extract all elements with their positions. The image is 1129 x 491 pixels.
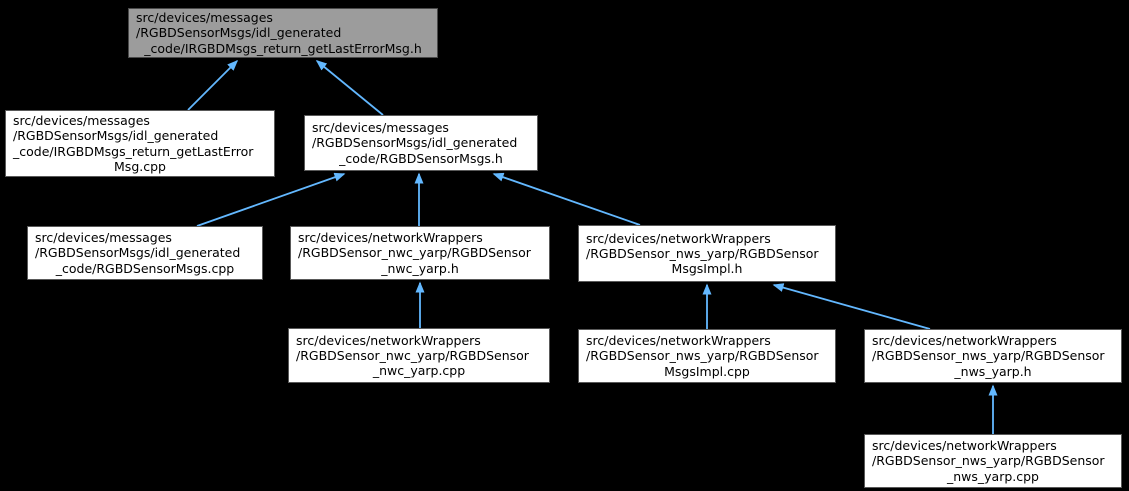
node-label-line: src/devices/networkWrappers — [298, 230, 483, 246]
node-label-line: src/devices/networkWrappers — [586, 333, 771, 349]
graph-node-rgbdsensormsgs-h[interactable]: src/devices/messages /RGBDSensorMsgs/idl… — [304, 115, 538, 171]
node-label-line: src/devices/messages — [312, 120, 449, 136]
node-label-line: /RGBDSensor_nwc_yarp/RGBDSensor — [298, 245, 531, 261]
graph-node-rgbdsensor-nwc-yarp-h[interactable]: src/devices/networkWrappers /RGBDSensor_… — [290, 226, 550, 280]
node-label-line: MsgsImpl.h — [671, 261, 743, 277]
node-label-line: _nwc_yarp.h — [381, 260, 459, 276]
graph-node-rgbdsensor-nws-yarp-h[interactable]: src/devices/networkWrappers /RGBDSensor_… — [864, 329, 1122, 383]
node-label-line: /RGBDSensor_nwc_yarp/RGBDSensor — [296, 347, 529, 363]
node-label-line: /RGBDSensor_nws_yarp/RGBDSensor — [586, 348, 819, 364]
graph-node-rgbdsensor-nwc-yarp-cpp[interactable]: src/devices/networkWrappers /RGBDSensor_… — [288, 328, 550, 383]
graph-node-irgbdmsgs-return-getlasterrormsg-cpp[interactable]: src/devices/messages /RGBDSensorMsgs/idl… — [5, 110, 275, 177]
node-label-line: MsgsImpl.cpp — [664, 363, 750, 379]
graph-node-rgbdsensor-nws-yarp-cpp[interactable]: src/devices/networkWrappers /RGBDSensor_… — [864, 434, 1122, 488]
node-label-line: /RGBDSensorMsgs/idl_generated — [13, 128, 219, 144]
edge-implh-to-msgsh — [492, 172, 641, 226]
node-label-line: _nws_yarp.cpp — [946, 468, 1039, 484]
node-label-line: Msg.cpp — [114, 158, 166, 174]
node-label-line: /RGBDSensorMsgs/idl_generated — [35, 245, 241, 261]
graph-node-rgbdsensormsgsimpl-cpp[interactable]: src/devices/networkWrappers /RGBDSensor_… — [578, 329, 836, 383]
node-label-line: src/devices/networkWrappers — [296, 332, 481, 348]
node-label-line: _code/RGBDSensorMsgs.cpp — [55, 260, 235, 276]
node-label-line: src/devices/networkWrappers — [586, 230, 771, 246]
edge-cpp1-to-top — [187, 59, 239, 111]
edge-msgscpp-to-msgsh — [196, 172, 346, 227]
node-label-line: /RGBDSensor_nws_yarp/RGBDSensor — [872, 348, 1105, 364]
node-label-line: src/devices/networkWrappers — [872, 333, 1057, 349]
graph-node-irgbdmsgs-return-getlasterrormsg-h[interactable]: src/devices/messages /RGBDSensorMsgs/idl… — [128, 8, 438, 58]
node-label-line: /RGBDSensor_nws_yarp/RGBDSensor — [872, 453, 1105, 469]
node-label-line: /RGBDSensor_nws_yarp/RGBDSensor — [586, 245, 819, 261]
node-label-line: _code/IRGBDMsgs_return_getLastErrorMsg.h — [144, 40, 422, 56]
node-label-line: src/devices/messages — [136, 10, 273, 26]
node-label-line: _nwc_yarp.cpp — [372, 363, 466, 379]
node-label-line: /RGBDSensorMsgs/idl_generated — [312, 135, 518, 151]
edge-nwsh-to-implh — [772, 283, 931, 330]
node-label-line: _code/RGBDSensorMsgs.h — [339, 150, 503, 166]
node-label-line: src/devices/messages — [13, 113, 150, 129]
graph-node-rgbdsensormsgsimpl-h[interactable]: src/devices/networkWrappers /RGBDSensor_… — [578, 225, 836, 282]
node-label-line: /RGBDSensorMsgs/idl_generated — [136, 25, 342, 41]
node-label-line: _nws_yarp.h — [954, 363, 1032, 379]
edge-msgsh-to-top — [315, 60, 384, 116]
node-label-line: src/devices/networkWrappers — [872, 438, 1057, 454]
graph-node-rgbdsensormsgs-cpp[interactable]: src/devices/messages /RGBDSensorMsgs/idl… — [27, 226, 263, 280]
node-label-line: _code/IRGBDMsgs_return_getLastError — [13, 143, 254, 159]
node-label-line: src/devices/messages — [35, 230, 172, 246]
